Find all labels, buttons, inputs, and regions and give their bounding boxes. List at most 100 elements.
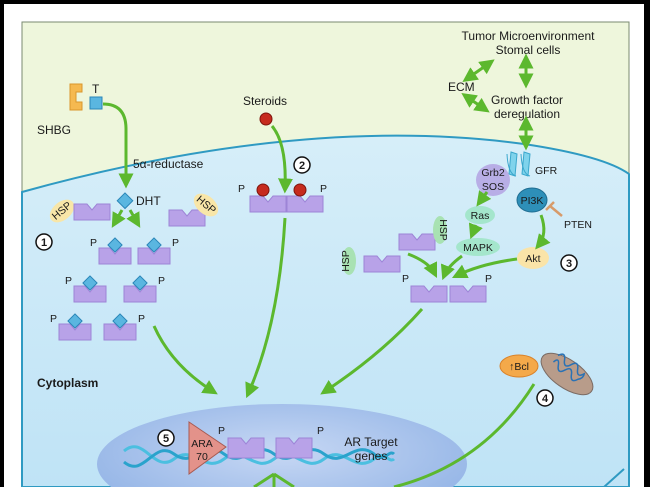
- mitochondrion-icon: [540, 352, 594, 396]
- phosphate-label: P: [50, 313, 57, 325]
- ar-receptor-steroid-bound: [249, 195, 287, 213]
- steroid-molecule: [259, 112, 273, 126]
- pathway3-receptors: HSP HSP P P: [340, 216, 492, 303]
- pathway2-nucleus-arrow: [245, 217, 287, 399]
- pathway-4-marker: 4: [536, 389, 554, 407]
- nuclear-edge: [603, 468, 625, 487]
- steroids-label: Steroids: [243, 94, 287, 108]
- svg-text:3: 3: [566, 258, 572, 270]
- phosphate-label: P: [402, 273, 409, 285]
- ras-protein: [465, 206, 495, 224]
- phosphate-label: P: [238, 183, 245, 195]
- ar-receptor-dna-bound: [275, 437, 313, 459]
- phosphate-label: P: [138, 313, 145, 325]
- grb2-sos-protein: [476, 164, 510, 196]
- phosphate-label: P: [65, 275, 72, 287]
- ar-receptor-phosphorylated: [410, 285, 448, 303]
- pathway-1-marker: 1: [35, 233, 53, 251]
- dht-molecule: [82, 275, 98, 291]
- pathway4-arrow: [393, 383, 536, 487]
- androgen-receptor-pathway-diagram: Tumor Microenvironment Stomal cells ECM …: [21, 21, 630, 487]
- dht-molecule: [107, 237, 123, 253]
- dht-binding-arrow: [111, 209, 126, 228]
- tumor-microenvironment-label: Tumor Microenvironment: [462, 29, 596, 43]
- akt-protein: [517, 247, 549, 269]
- ara70-label-2: 70: [196, 451, 208, 463]
- ar-receptor-dht-bound: [103, 323, 137, 341]
- ar-receptor-steroid-bound: [286, 195, 324, 213]
- dht-molecule: [67, 313, 83, 329]
- phosphate-label: P: [158, 275, 165, 287]
- ar-receptor-phosphorylated: [449, 285, 487, 303]
- bcl-label: ↑Bcl: [509, 361, 529, 373]
- gfr-receptor: [506, 151, 531, 177]
- ecm-stromal-arrow: [462, 59, 495, 83]
- hsp-release-arrow: [407, 252, 438, 279]
- ecm-label: ECM: [448, 80, 475, 94]
- ar-receptor-dht-bound: [137, 247, 171, 265]
- growth-factor-label: Growth factor: [491, 93, 563, 107]
- sos-ras-arrow: [476, 190, 492, 207]
- pathway-3-marker: 3: [560, 254, 578, 272]
- steroid-molecule: [293, 183, 307, 197]
- phosphate-label: P: [218, 425, 225, 437]
- dht-molecule: [116, 192, 134, 210]
- akt-ar-arrow: [451, 257, 518, 279]
- ar-receptor-dht-bound: [58, 323, 92, 341]
- ara70-coactivator: [188, 421, 227, 475]
- svg-text:1: 1: [41, 237, 47, 249]
- deregulation-label: deregulation: [494, 107, 560, 121]
- shbg-protein: [69, 83, 83, 111]
- pten-label: PTEN: [564, 219, 592, 231]
- ar-target-label: AR Target: [344, 435, 398, 449]
- mapk-label: MAPK: [463, 242, 493, 254]
- ar-receptor-dna-bound: [227, 437, 265, 459]
- dht-label: DHT: [136, 194, 161, 208]
- pi3k-protein: [516, 187, 548, 213]
- mapk-protein: [456, 238, 500, 256]
- grb2-label: Grb2: [481, 167, 505, 179]
- dht-bound-receptors: P P P P P P: [50, 237, 179, 341]
- steroid-molecule: [256, 183, 270, 197]
- diagram-frame: Tumor Microenvironment Stomal cells ECM …: [4, 4, 644, 487]
- phosphate-label: P: [172, 237, 179, 249]
- phosphate-label: P: [485, 273, 492, 285]
- pathway-5-marker: 5: [157, 429, 175, 447]
- sos-label: SOS: [482, 181, 504, 193]
- ar-receptor: [363, 255, 401, 273]
- dna-helix: [123, 445, 396, 468]
- stromal-cells-label: Stomal cells: [496, 43, 561, 57]
- ar-receptor-dht-bound: [123, 285, 157, 303]
- svg-text:5: 5: [163, 433, 169, 445]
- svg-text:4: 4: [542, 393, 549, 405]
- hsp-chaperone: [49, 199, 75, 223]
- ar-receptor-dht-bound: [73, 285, 107, 303]
- dht-molecule: [112, 313, 128, 329]
- pi3k-akt-arrow: [535, 214, 551, 250]
- dht-binding-arrow: [126, 209, 141, 228]
- phosphate-label: P: [90, 237, 97, 249]
- pi3k-label: PI3K: [521, 195, 544, 207]
- dht-molecule: [146, 237, 162, 253]
- hsp-label: HSP: [340, 250, 352, 272]
- pathway3-nucleus-arrow: [320, 308, 424, 395]
- cytoplasm-label: Cytoplasm: [37, 376, 98, 390]
- hsp-chaperone: [342, 247, 356, 275]
- shbg-label: SHBG: [37, 123, 71, 137]
- testosterone-label: T: [92, 82, 100, 96]
- nucleus-output-arrows: [253, 472, 295, 487]
- ar-receptor: [73, 203, 111, 221]
- pten-inhibition: [545, 201, 563, 217]
- testosterone-to-dht-arrow: [102, 102, 134, 189]
- phosphate-label: P: [317, 425, 324, 437]
- pathway1-nucleus-arrow: [152, 325, 218, 395]
- akt-label: Akt: [525, 253, 540, 265]
- hsp-chaperone: [193, 193, 219, 217]
- hsp-chaperone: [433, 216, 447, 244]
- ar-receptor-dht-bound: [98, 247, 132, 265]
- ara70-label-1: ARA: [191, 438, 213, 450]
- bcl-protein: [499, 354, 539, 378]
- svg-text:2: 2: [299, 160, 305, 172]
- ras-mapk-arrow: [468, 222, 483, 240]
- pathway-2-marker: 2: [293, 156, 311, 174]
